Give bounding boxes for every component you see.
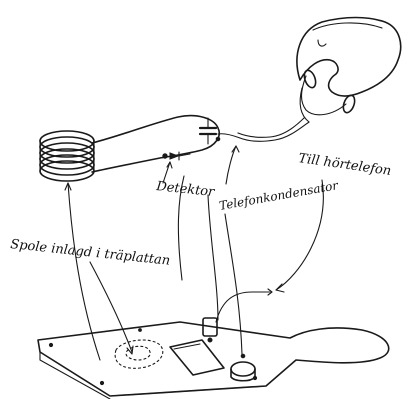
label-coil: Spole inlagd i träplattan — [10, 237, 171, 269]
label-headphones: Till hörtelefon — [297, 151, 392, 179]
coil-drawing — [40, 131, 94, 181]
label-capacitor: Telefonkondensator — [218, 178, 340, 213]
wooden-board — [38, 322, 389, 399]
board-wire — [216, 292, 270, 322]
capacitor-symbol — [200, 118, 220, 144]
headphone-cord — [218, 122, 309, 141]
circuit-loop — [92, 116, 219, 172]
headphones-drawing — [297, 18, 401, 123]
label-detector: Detektor — [155, 179, 216, 200]
